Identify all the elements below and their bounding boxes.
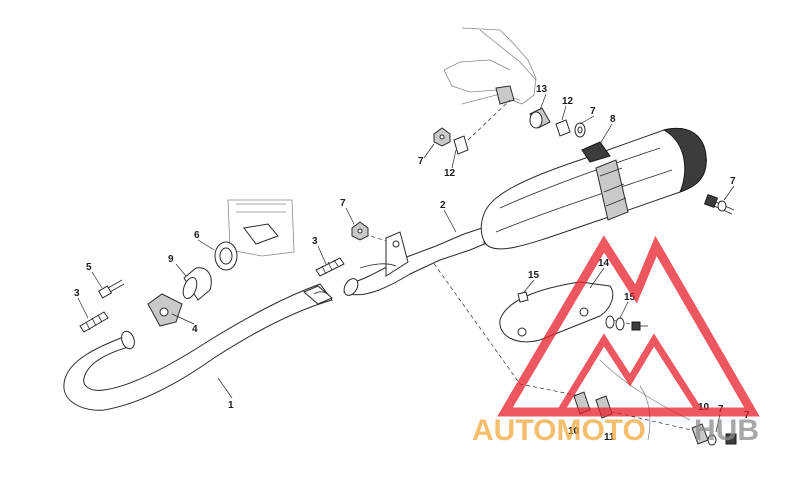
- header-pipe: [63, 283, 333, 411]
- rubber-damper-upper: [529, 107, 551, 129]
- callout-8: 8: [610, 114, 616, 125]
- frame-outline-cylinder: [227, 199, 295, 257]
- upper-nut: [433, 127, 451, 147]
- header-flange: [147, 293, 183, 327]
- callout-7d: 7: [730, 176, 736, 187]
- watermark-logo: AUTOMOTO HUB: [472, 235, 760, 447]
- frame-outline-rear: [443, 27, 537, 105]
- washer-rear: [574, 122, 586, 138]
- flange-bolt: [97, 279, 125, 299]
- header-sleeve: [182, 267, 212, 301]
- callout-5: 5: [86, 262, 92, 273]
- callout-1: 1: [228, 400, 234, 411]
- callout-11: 11: [604, 432, 615, 443]
- watermark-text-grey: HUB: [694, 414, 759, 447]
- callout-7a: 7: [418, 156, 424, 167]
- spacer-upper: [555, 119, 571, 137]
- watermark-text-red: AUTOMOTO: [472, 414, 646, 447]
- callout-14: 14: [598, 258, 610, 269]
- callout-3a: 3: [312, 236, 318, 247]
- heat-shield-washers: [605, 315, 625, 331]
- exhaust-gasket: [214, 241, 238, 271]
- callout-9: 9: [168, 254, 174, 265]
- exhaust-spring-left: [79, 311, 109, 333]
- callout-7c: 7: [590, 106, 596, 117]
- callout-12b: 12: [444, 168, 456, 179]
- leader-lines: [77, 93, 735, 433]
- callout-12a: 12: [562, 96, 574, 107]
- clip-nut: [517, 291, 529, 303]
- callout-15a: 15: [528, 270, 540, 281]
- spacer-lower: [453, 135, 469, 155]
- callout-3b: 3: [74, 288, 80, 299]
- callout-2: 2: [440, 200, 446, 211]
- heat-shield-bolt: [631, 321, 648, 331]
- silencer-clamp: [581, 141, 629, 221]
- mount-bolt-right: [703, 193, 735, 215]
- mid-nut: [351, 221, 369, 241]
- callout-7b: 7: [340, 198, 346, 209]
- callout-10a: 10: [568, 426, 580, 437]
- callout-15b: 15: [624, 292, 636, 303]
- callout-4: 4: [192, 324, 198, 335]
- silencer: [480, 128, 707, 250]
- callout-13: 13: [536, 84, 548, 95]
- callout-6: 6: [194, 230, 200, 241]
- exhaust-spring-right: [315, 257, 345, 277]
